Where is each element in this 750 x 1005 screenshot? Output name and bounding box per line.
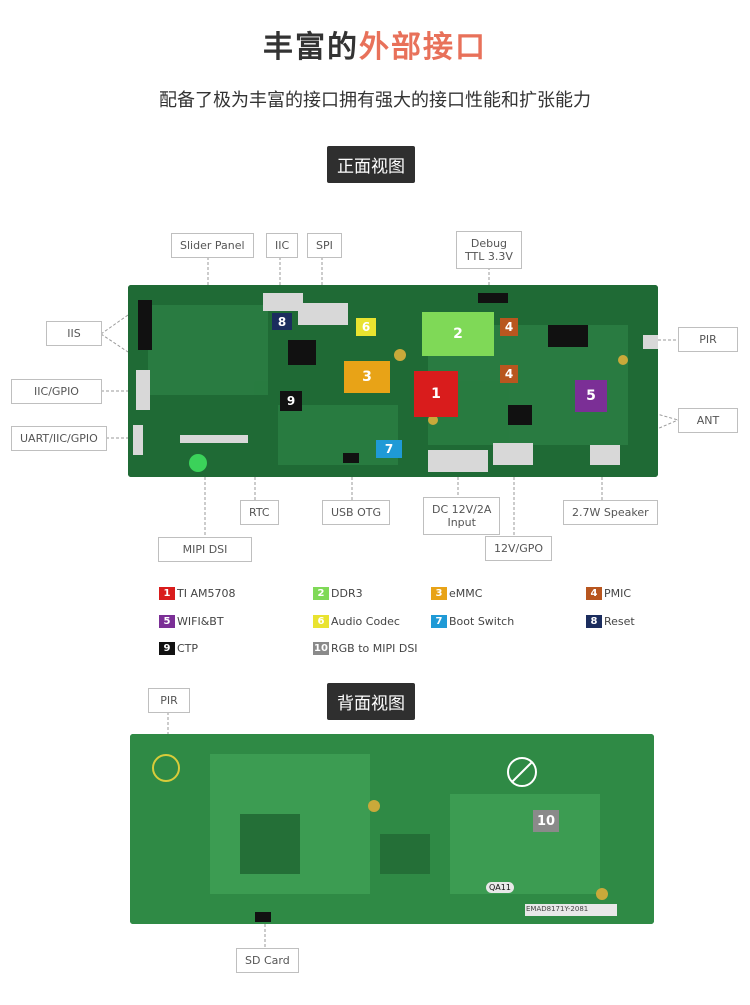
callout-dc-line1: DC 12V/2A bbox=[432, 503, 492, 516]
legend-label: DDR3 bbox=[331, 586, 363, 600]
marker-2-ddr3: 2 bbox=[422, 312, 494, 356]
marker-4-pmic-bottom: 4 bbox=[500, 365, 518, 383]
callout-uart-iic-gpio: UART/IIC/GPIO bbox=[11, 426, 107, 451]
legend-swatch: 2 bbox=[313, 586, 329, 600]
callout-mipi-dsi: MIPI DSI bbox=[158, 537, 252, 562]
legend-label: eMMC bbox=[449, 586, 483, 600]
legend-label: Audio Codec bbox=[331, 614, 400, 628]
callout-rtc: RTC bbox=[240, 500, 279, 525]
marker-8-reset: 8 bbox=[272, 313, 292, 330]
callout-debug-line2: TTL 3.3V bbox=[465, 250, 513, 263]
callout-slider-panel: Slider Panel bbox=[171, 233, 254, 258]
legend-label: WIFI&BT bbox=[177, 614, 224, 628]
marker-6-audio-codec: 6 bbox=[356, 318, 376, 336]
legend-swatch: 3 bbox=[431, 586, 447, 600]
front-view-tag: 正面视图 bbox=[327, 146, 415, 183]
legend-swatch: 10 bbox=[313, 641, 329, 655]
back-view-tag: 背面视图 bbox=[327, 683, 415, 720]
marker-10-rgb-to-mipi-dsi: 10 bbox=[533, 810, 559, 832]
marker-7-boot-switch: 7 bbox=[376, 440, 402, 458]
legend-label: CTP bbox=[177, 641, 199, 655]
marker-5-wifi-bt: 5 bbox=[575, 380, 607, 412]
page-subtitle: 配备了极为丰富的接口拥有强大的接口性能和扩张能力 bbox=[159, 90, 591, 111]
legend-label: TI AM5708 bbox=[177, 586, 236, 600]
callout-ant: ANT bbox=[678, 408, 738, 433]
legend-swatch: 1 bbox=[159, 586, 175, 600]
title-highlight: 外部接口 bbox=[359, 30, 487, 65]
callout-spi: SPI bbox=[307, 233, 342, 258]
marker-9-ctp: 9 bbox=[280, 391, 302, 411]
title-plain: 丰富的 bbox=[263, 30, 359, 65]
callout-iis: IIS bbox=[46, 321, 102, 346]
marker-3-emmc: 3 bbox=[344, 361, 390, 393]
page-title: 丰富的外部接口 bbox=[0, 22, 750, 66]
back-board-traces bbox=[130, 734, 654, 924]
legend-swatch: 9 bbox=[159, 641, 175, 655]
callout-pir: PIR bbox=[678, 327, 738, 352]
callout-dc-line2: Input bbox=[447, 516, 476, 529]
marker-1-ti-am5708: 1 bbox=[414, 371, 458, 417]
legend-swatch: 7 bbox=[431, 614, 447, 628]
callout-back-pir: PIR bbox=[148, 688, 190, 713]
legend-swatch: 8 bbox=[586, 614, 602, 628]
front-board-image: 1 2 3 4 4 5 6 7 8 9 bbox=[128, 285, 658, 477]
back-board-code: EMAD8171Y-2081 bbox=[526, 905, 589, 913]
marker-4-pmic-top: 4 bbox=[500, 318, 518, 336]
legend-label: PMIC bbox=[604, 586, 632, 600]
legend-swatch: 5 bbox=[159, 614, 175, 628]
callout-speaker: 2.7W Speaker bbox=[563, 500, 658, 525]
callout-12v-gpo: 12V/GPO bbox=[485, 536, 553, 561]
legend-label: RGB to MIPI DSI bbox=[331, 641, 418, 655]
back-board-qa-label: QA11 bbox=[486, 882, 514, 893]
callout-usb-otg: USB OTG bbox=[322, 500, 390, 525]
legend-label: Reset bbox=[604, 614, 635, 628]
legend-label: Boot Switch bbox=[449, 614, 515, 628]
legend-swatch: 6 bbox=[313, 614, 329, 628]
callout-debug-line1: Debug bbox=[470, 237, 508, 250]
back-board-image: EMAD8171Y-2081 QA11 10 bbox=[130, 734, 654, 924]
callout-iic: IIC bbox=[266, 233, 299, 258]
legend-swatch: 4 bbox=[586, 586, 602, 600]
callout-iic-gpio: IIC/GPIO bbox=[11, 379, 102, 404]
callout-sd-card: SD Card bbox=[236, 948, 299, 973]
